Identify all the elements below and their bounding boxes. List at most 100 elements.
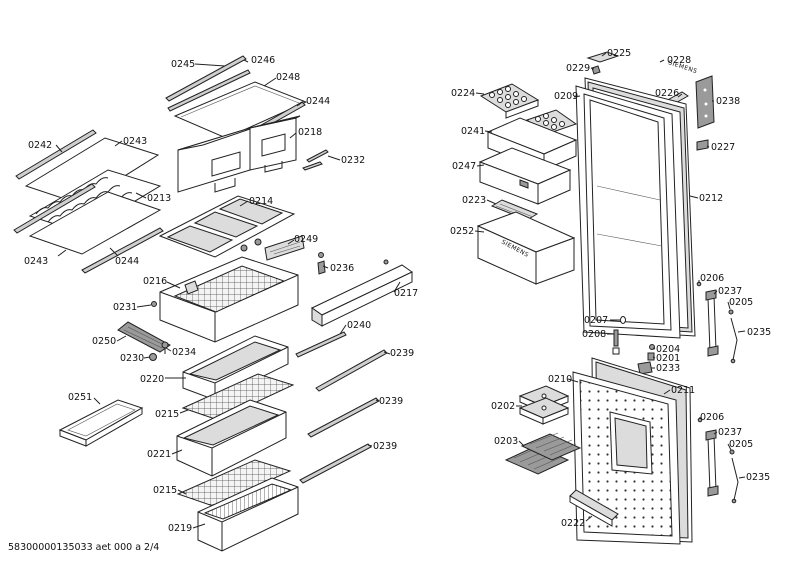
label-0226: 0226 [655,88,679,99]
label-0215-b: 0215 [153,485,177,496]
label-0239-b: 0239 [379,396,403,407]
label-0208: 0208 [582,329,606,340]
label-0246: 0246 [251,55,275,66]
label-0243-lower: 0243 [24,256,48,267]
part-0205-screw-upper [728,309,734,315]
part-0221-crisper [176,399,287,477]
part-0239-rod-b [307,397,380,438]
label-0229: 0229 [566,63,590,74]
part-0248-glass-shelf [173,81,308,139]
part-0235-link-upper [730,317,738,364]
part-0209-gasket-upper [575,85,681,339]
label-0239: 0239 [390,348,414,359]
part-0215-grid-shelf-a [181,373,295,421]
label-0228: 0228 [667,55,691,66]
label-0252: 0252 [450,226,474,237]
label-0213: 0213 [147,193,171,204]
part-0207-bushing [620,316,626,324]
label-0211: 0211 [671,385,695,396]
label-0209: 0209 [554,91,578,102]
part-0238-hinge [695,75,715,129]
label-0237-lower: 0237 [718,427,742,438]
part-0217-drawer-front [311,259,413,327]
part-0244-trim-lower [81,227,164,274]
part-0202-ice-pack-b [518,397,570,425]
part-0224-egg-holder [479,83,540,119]
part-0219-bottom-drawer [197,477,299,552]
label-0234: 0234 [172,347,196,358]
label-0205: 0205 [729,297,753,308]
part-0229-pin [591,65,601,75]
label-0239-c: 0239 [373,441,397,452]
label-0207: 0207 [584,315,608,326]
label-0221: 0221 [147,449,171,460]
label-0236: 0236 [330,263,354,274]
label-0204: 0204 [656,344,680,355]
part-0227-cap [696,139,709,151]
part-0236-clip [317,252,326,275]
label-0235: 0235 [747,327,771,338]
label-0227: 0227 [711,142,735,153]
label-0231: 0231 [113,302,137,313]
label-0202: 0202 [491,401,515,412]
part-0249-rail [240,235,305,261]
label-0212: 0212 [699,193,723,204]
part-0239-rod-a [315,349,388,392]
label-0230: 0230 [120,353,144,364]
part-0231-screw [151,301,157,307]
part-0247-door-shelf [478,147,572,205]
label-0233: 0233 [656,363,680,374]
label-0218: 0218 [298,127,322,138]
label-0250: 0250 [92,336,116,347]
part-0240-rod [295,331,347,358]
label-0215: 0215 [155,409,179,420]
label-0201: 0201 [656,353,680,364]
label-0203: 0203 [494,436,518,447]
part-0220-crisper [182,335,289,401]
part-0234-knob [161,341,169,354]
label-0249: 0249 [294,234,318,245]
part-0237-handle-lower [705,429,719,497]
label-0241: 0241 [461,126,485,137]
part-0250-bracket [117,321,171,353]
label-0206-lower: 0206 [700,412,724,423]
part-0230-knob [149,353,157,361]
label-0247: 0247 [452,161,476,172]
part-0245-rod [165,55,247,102]
label-0242: 0242 [28,140,52,151]
label-0222: 0222 [561,518,585,529]
label-0217: 0217 [394,288,418,299]
label-0240: 0240 [347,320,371,331]
part-labels: 0245 0246 0248 0244 0242 0243 0218 0232 … [24,48,771,534]
part-0210-inner-panel [572,371,681,545]
part-0243-glass-lower [28,191,162,255]
label-0248: 0248 [276,72,300,83]
part-0252-bottle-shelf: SIEMENS [476,211,576,285]
part-0233-block [637,361,653,375]
label-0232: 0232 [341,155,365,166]
part-0232-clips [302,149,329,171]
part-0235-link-lower [731,457,739,504]
label-0205-lower: 0205 [729,439,753,450]
label-0220: 0220 [140,374,164,385]
label-0244: 0244 [306,96,330,107]
label-0219: 0219 [168,523,192,534]
part-0225-cover [586,51,620,63]
part-0203-ice-tray-b [520,432,582,461]
part-0216-drawer [159,256,299,343]
label-0245: 0245 [171,59,195,70]
part-0215-grid-shelf-b [176,459,292,507]
part-0239-rod-c [299,443,372,484]
part-0203-ice-tray-a [504,445,570,475]
drawing-reference: 58300000135033 aet 000 a 2/4 [8,542,159,553]
label-0235-lower: 0235 [746,472,770,483]
label-0214: 0214 [249,196,273,207]
label-0206: 0206 [700,273,724,284]
part-0205-screw-lower [729,449,735,455]
part-0218-box [177,115,301,193]
label-0243: 0243 [123,136,147,147]
label-0216: 0216 [143,276,167,287]
part-0214-drawer-cover [158,195,296,258]
label-0238: 0238 [716,96,740,107]
